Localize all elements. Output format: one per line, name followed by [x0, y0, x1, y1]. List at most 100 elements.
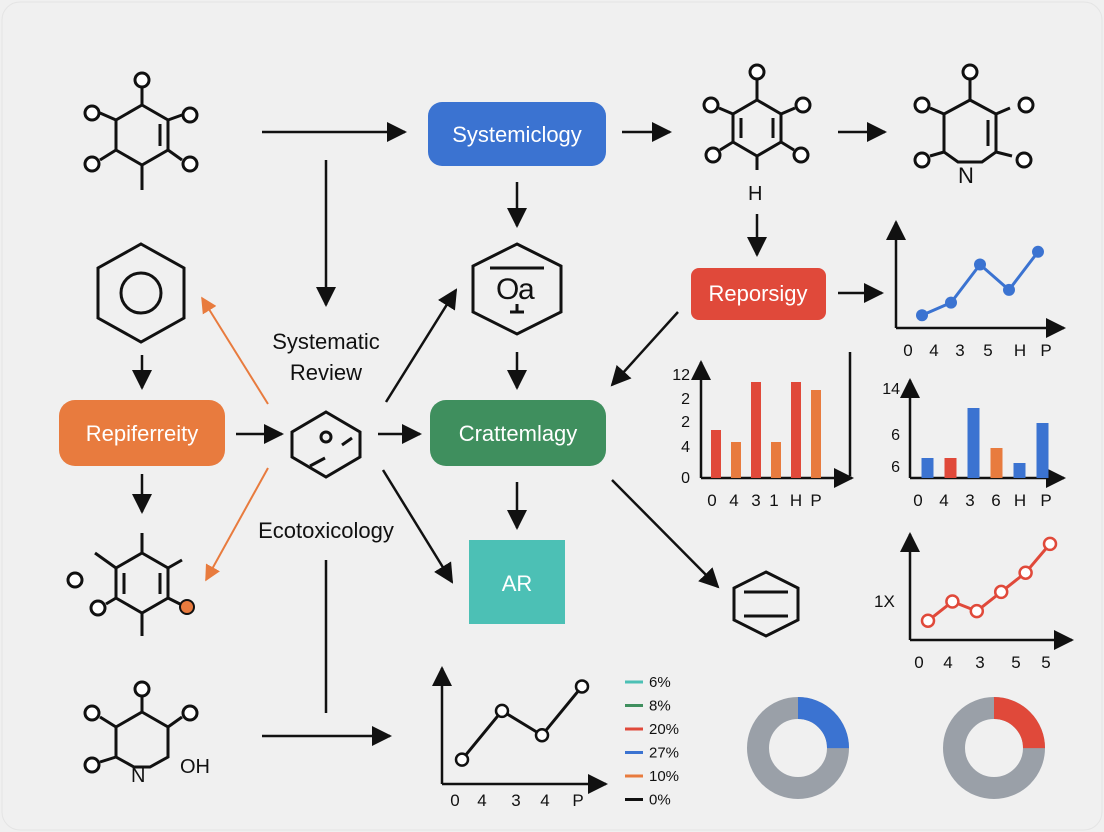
x-tick-label: H — [790, 491, 802, 510]
x-tick-label: 4 — [729, 491, 738, 510]
x-tick-label: 4 — [540, 791, 549, 810]
x-tick-label: 0 — [914, 653, 923, 672]
orange-arrow-down — [205, 467, 269, 582]
glyph-a: a — [518, 273, 535, 306]
legend-label: 6% — [649, 674, 671, 691]
molecule-benzene-circle — [96, 242, 186, 344]
data-point — [1018, 565, 1033, 580]
data-point — [1003, 283, 1015, 296]
y-tick-label: 2 — [681, 391, 690, 408]
data-point — [1032, 245, 1044, 258]
y-tick-label: 6 — [891, 459, 900, 476]
box-repiferreity[interactable]: Repiferreity — [59, 400, 225, 466]
bar — [1036, 423, 1049, 478]
y-tick-label: 12 — [672, 367, 690, 384]
bar — [791, 382, 801, 478]
label-ecotoxicology: Ecotoxicology — [258, 518, 394, 543]
box-repiferreity-label: Repiferreity — [86, 421, 198, 446]
y-tick-label: 0 — [681, 470, 690, 487]
box-ar[interactable]: AR — [469, 540, 565, 624]
box-systemiclogy[interactable]: Systemiclogy — [428, 102, 606, 166]
legend-label: 20% — [649, 721, 679, 738]
bar — [921, 458, 934, 478]
bar — [711, 430, 721, 478]
x-tick-label: 5 — [1011, 653, 1020, 672]
label-systematic: Systematic — [272, 329, 380, 354]
atom-h: H — [748, 183, 762, 205]
x-tick-label: P — [1040, 491, 1051, 510]
bar — [990, 448, 1003, 478]
x-tick-label: 4 — [477, 791, 486, 810]
x-tick-label: 3 — [965, 491, 974, 510]
y-tick-label: 14 — [882, 381, 900, 398]
arrow-to-benzene-right — [611, 479, 720, 589]
x-tick-label: P — [572, 791, 583, 810]
box-reporsigy-label: Reporsigy — [708, 281, 807, 306]
molecule-center-hex — [290, 410, 362, 479]
arrow-reporsigy-diag — [610, 311, 679, 387]
x-tick-label: 0 — [903, 341, 912, 360]
donut-slice — [747, 697, 849, 799]
x-tick-label: 1 — [769, 491, 778, 510]
x-tick-label: 0 — [450, 791, 459, 810]
atom-oh: OH — [180, 756, 210, 778]
x-tick-label: 0 — [913, 491, 922, 510]
x-tick-label: 3 — [975, 653, 984, 672]
box-crattemlagy[interactable]: Crattemlagy — [430, 400, 606, 466]
data-point — [494, 703, 510, 719]
data-point — [945, 594, 960, 609]
x-tick-label: 4 — [943, 653, 952, 672]
legend-label: 0% — [649, 792, 671, 809]
molecule-left-mid — [66, 533, 183, 636]
bar — [967, 408, 980, 478]
x-tick-label: 4 — [929, 341, 938, 360]
x-tick-label: P — [1040, 341, 1051, 360]
donut-chart-blue — [747, 697, 849, 799]
bar — [731, 442, 741, 478]
y-tick-label: 6 — [891, 427, 900, 444]
box-ar-label: AR — [502, 571, 533, 596]
series-line — [460, 685, 584, 761]
data-point — [574, 679, 590, 694]
arrow-hex-to-ar — [381, 469, 454, 584]
y-axis-label: 1X — [874, 592, 895, 611]
data-point — [534, 727, 550, 743]
data-point — [974, 258, 986, 271]
x-tick-label: 4 — [939, 491, 948, 510]
atom-n-top-right: N — [958, 163, 974, 188]
data-point — [916, 309, 928, 322]
molecule-center-top — [471, 242, 563, 336]
y-tick-label: 4 — [681, 439, 690, 456]
x-tick-label: 3 — [511, 791, 520, 810]
x-tick-label: H — [1014, 341, 1026, 360]
label-review: Review — [290, 360, 362, 385]
data-point — [920, 613, 936, 629]
data-point — [1042, 536, 1058, 552]
box-systemiclogy-label: Systemiclogy — [452, 122, 582, 147]
molecule-bottom-left — [83, 680, 199, 774]
x-tick-label: H — [1014, 491, 1026, 510]
x-tick-label: 6 — [991, 491, 1000, 510]
donut-slice — [943, 697, 1045, 799]
glyph-o: O — [496, 273, 519, 306]
orange-arrow-up — [201, 296, 269, 405]
box-reporsigy[interactable]: Reporsigy — [691, 268, 826, 320]
donut-chart-red — [943, 697, 1045, 799]
arrow-hex-to-glyph — [384, 288, 458, 403]
x-tick-label: 5 — [983, 341, 992, 360]
atom-n-bottom: N — [131, 765, 145, 787]
arrows — [132, 122, 887, 746]
data-point — [454, 752, 470, 767]
molecule-top-mid-right — [702, 63, 812, 170]
bar — [1013, 463, 1026, 478]
molecule-benzene-right — [732, 570, 800, 638]
legend-label: 10% — [649, 768, 679, 785]
orange-atom — [179, 599, 195, 615]
data-point — [969, 603, 985, 619]
